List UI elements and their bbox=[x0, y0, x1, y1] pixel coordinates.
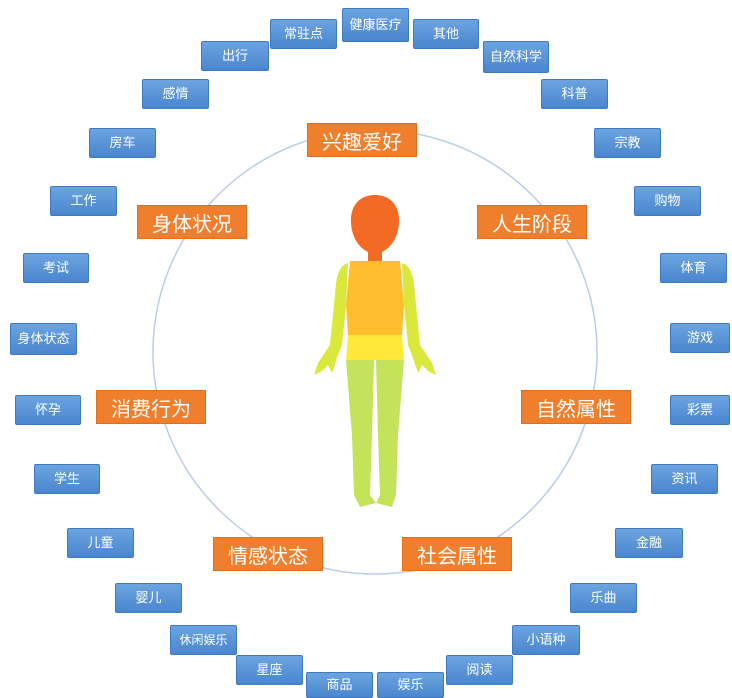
figure-left-arm bbox=[314, 263, 348, 375]
tag-infant: 婴儿 bbox=[115, 583, 182, 613]
tag-children: 儿童 bbox=[67, 528, 134, 558]
figure-head bbox=[351, 195, 399, 261]
tag-health: 健康医疗 bbox=[342, 8, 409, 42]
tag-sports: 体育 bbox=[660, 253, 727, 283]
category-social-attr: 社会属性 bbox=[402, 537, 512, 571]
tag-popular-science: 科普 bbox=[541, 79, 608, 109]
tag-natural-science: 自然科学 bbox=[483, 41, 549, 73]
category-hobbies: 兴趣爱好 bbox=[307, 123, 417, 157]
tag-exam: 考试 bbox=[23, 253, 89, 283]
tag-resident: 常驻点 bbox=[270, 19, 337, 49]
tag-work: 工作 bbox=[50, 186, 117, 216]
tag-entertainment: 娱乐 bbox=[377, 672, 444, 698]
figure-shorts bbox=[346, 335, 404, 360]
tag-pregnancy: 怀孕 bbox=[15, 395, 81, 425]
figure-torso bbox=[346, 261, 404, 335]
tag-travel: 出行 bbox=[201, 41, 269, 71]
tag-music: 乐曲 bbox=[570, 583, 637, 613]
tag-body-status: 身体状态 bbox=[10, 323, 77, 355]
tag-game: 游戏 bbox=[670, 323, 730, 353]
category-life-stage: 人生阶段 bbox=[477, 205, 587, 239]
tag-other: 其他 bbox=[413, 19, 479, 49]
tag-student: 学生 bbox=[34, 464, 100, 494]
tag-house-car: 房车 bbox=[89, 128, 156, 158]
tag-minor-language: 小语种 bbox=[512, 625, 580, 655]
tag-lottery: 彩票 bbox=[670, 395, 730, 425]
tag-religion: 宗教 bbox=[594, 128, 661, 158]
tag-finance: 金融 bbox=[615, 528, 683, 558]
tag-constellation: 星座 bbox=[236, 655, 303, 685]
category-consumption: 消费行为 bbox=[96, 390, 206, 424]
category-body-condition: 身体状况 bbox=[137, 205, 247, 239]
human-figure bbox=[310, 195, 440, 510]
category-natural-attr: 自然属性 bbox=[521, 390, 631, 424]
tag-leisure: 休闲娱乐 bbox=[170, 625, 237, 655]
tag-shopping: 购物 bbox=[634, 186, 701, 216]
figure-legs bbox=[346, 360, 404, 507]
tag-reading: 阅读 bbox=[446, 655, 513, 685]
category-emotional-state: 情感状态 bbox=[213, 537, 323, 571]
tag-goods: 商品 bbox=[306, 672, 373, 698]
tag-news: 资讯 bbox=[651, 464, 718, 494]
tag-emotion: 感情 bbox=[142, 79, 209, 109]
figure-right-arm bbox=[402, 263, 436, 375]
